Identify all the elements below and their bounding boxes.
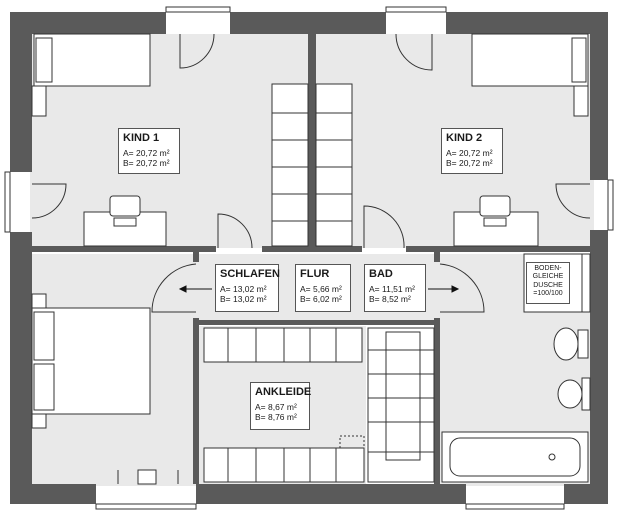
radiator-fixture: [137, 469, 157, 485]
room-name: KIND 2: [446, 132, 483, 144]
room-area-b: B= 6,02 m²: [300, 294, 342, 305]
door-arrows: [178, 285, 460, 293]
shower-label: BODEN- GLEICHE DUSCHE =100/100: [526, 262, 570, 304]
room-area-a: A= 8,67 m²: [255, 401, 297, 412]
room-area-b: B= 8,52 m²: [369, 294, 411, 305]
room-name: SCHLAFEN: [220, 268, 280, 280]
room-name: KIND 1: [123, 132, 160, 144]
room-label-schlafen: SCHLAFEN A= 13,02 m² B= 13,02 m²: [215, 264, 280, 312]
room-area-b: B= 20,72 m²: [123, 158, 170, 169]
room-name: FLUR: [300, 268, 330, 280]
room-label-kind2: KIND 2 A= 20,72 m² B= 20,72 m²: [441, 128, 503, 174]
stairs-ankleide: [203, 327, 435, 483]
room-name: BAD: [369, 268, 393, 280]
room-label-bad: BAD A= 11,51 m² B= 8,52 m²: [364, 264, 426, 312]
windows: [4, 6, 614, 510]
room-area-a: A= 20,72 m²: [123, 147, 170, 158]
room-label-ankleide: ANKLEIDE A= 8,67 m² B= 8,76 m²: [250, 382, 312, 430]
shower-label-line1: BODEN-: [534, 265, 562, 272]
room-area-a: A= 20,72 m²: [446, 147, 493, 158]
room-area-a: A= 5,66 m²: [300, 283, 342, 294]
room-name: ANKLEIDE: [255, 386, 312, 398]
room-area-b: B= 13,02 m²: [220, 294, 267, 305]
shower-label-line3: DUSCHE: [533, 281, 563, 289]
beds: [31, 33, 589, 429]
shower-label-line2: GLEICHE: [532, 273, 564, 281]
room-label-flur: FLUR A= 5,66 m² B= 6,02 m²: [295, 264, 351, 312]
desks: [83, 195, 539, 247]
room-area-a: A= 13,02 m²: [220, 283, 267, 294]
stairs-upper: [271, 83, 353, 247]
room-area-b: B= 20,72 m²: [446, 158, 493, 169]
doors: [31, 33, 591, 484]
room-area-a: A= 11,51 m²: [369, 283, 415, 294]
outer-walls: [10, 12, 608, 504]
room-area-b: B= 8,76 m²: [255, 412, 297, 423]
room-label-kind1: KIND 1 A= 20,72 m² B= 20,72 m²: [118, 128, 180, 174]
interior-walls: [30, 34, 594, 484]
shower-label-line4: =100/100: [533, 290, 563, 298]
